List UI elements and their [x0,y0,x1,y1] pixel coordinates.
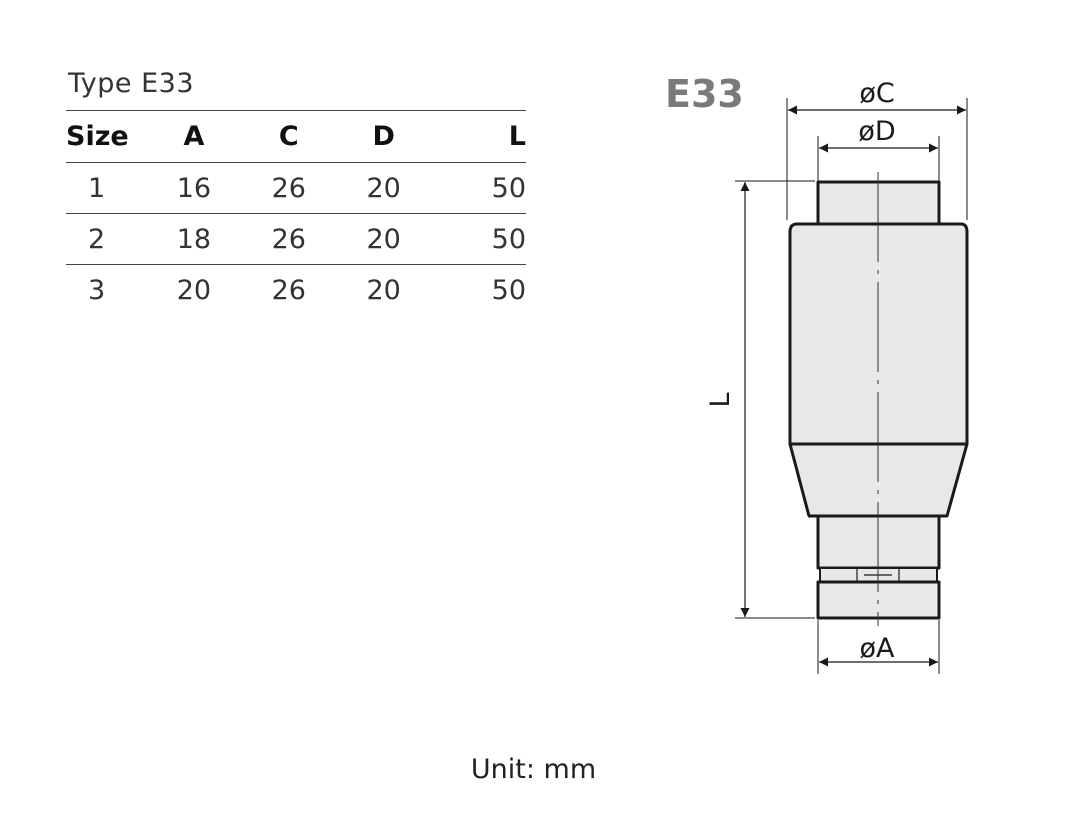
dimension-a: øA [817,620,940,674]
header-l: L [508,121,526,152]
unit-note: Unit: mm [470,754,597,785]
dimension-d-label: øD [858,116,895,147]
cell-l: 50 [491,223,526,255]
cell-c: 26 [271,223,306,255]
cell-size: 2 [88,223,106,255]
dimension-c: øC [786,78,968,220]
dimension-d: øD [817,116,940,182]
dimension-table: Size A C D L 1 16 26 20 50 2 18 26 20 50… [66,110,526,316]
dimension-l: L [705,180,815,619]
cell-size: 3 [88,274,106,306]
header-d: D [372,121,395,152]
table-title: Type E33 [68,68,195,99]
cell-c: 26 [271,274,306,306]
cell-l: 50 [491,172,526,204]
cell-d: 20 [366,274,401,306]
dimension-a-label: øA [860,633,896,664]
header-c: C [278,121,299,152]
dimension-l-label: L [705,392,736,407]
cell-size: 1 [88,172,106,204]
table-row: 3 20 26 20 50 [66,264,526,316]
cell-c: 26 [271,172,306,204]
cell-d: 20 [366,172,401,204]
cell-a: 16 [176,172,212,204]
header-size: Size [66,121,129,152]
cell-d: 20 [366,223,401,255]
table-header-row: Size A C D L [66,110,526,163]
table-row: 1 16 26 20 50 [66,163,526,214]
cell-l: 50 [491,274,526,306]
header-a: A [183,121,205,152]
type-label: E33 [665,72,744,116]
cell-a: 20 [176,274,212,306]
table-row: 2 18 26 20 50 [66,213,526,265]
dimension-c-label: øC [859,78,894,109]
cell-a: 18 [176,223,212,255]
